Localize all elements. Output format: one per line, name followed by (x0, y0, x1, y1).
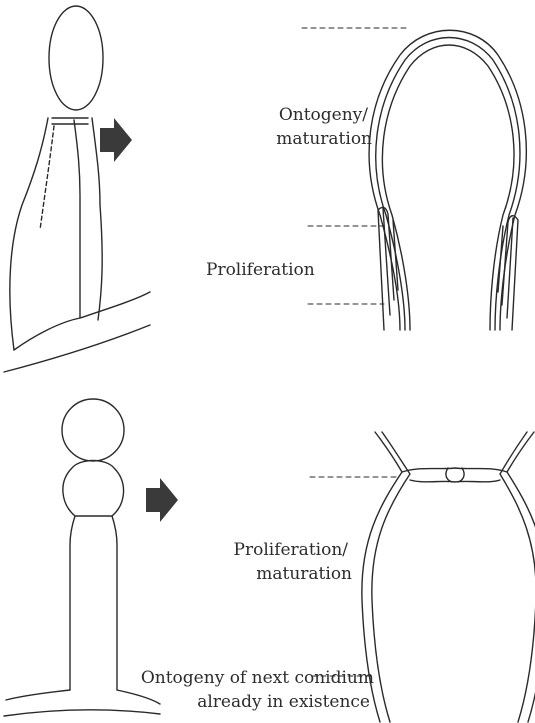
top-collarette-rim (52, 118, 88, 124)
label-ontogeny-line1: Ontogeny/ (200, 104, 368, 126)
top-right-apex-detail (302, 28, 526, 330)
bottom-right-outer-wall-right (507, 432, 535, 722)
label-next-conidium-line1: Ontogeny of next conidium (120, 667, 374, 689)
top-conidium (49, 6, 103, 110)
top-phialide-neck-right (92, 118, 100, 205)
top-arrow (100, 118, 132, 162)
bottom-right-inner-wall-left (372, 432, 410, 722)
label-ontogeny-line2: maturation (200, 128, 372, 150)
top-phialide-neck-inner (74, 120, 80, 318)
top-hypha-lower (4, 325, 150, 372)
younger-conidium (63, 461, 124, 517)
conidiophore-stalk (70, 516, 117, 690)
label-proliferation: Proliferation (206, 259, 315, 281)
top-phialide-left-wall (10, 118, 48, 350)
septum-pore (446, 468, 464, 482)
older-conidium (62, 399, 124, 461)
bottom-right-inner-wall-right (500, 432, 535, 722)
septum-lower (410, 480, 500, 482)
top-left-phialide-sketch (4, 6, 150, 372)
label-next-conidium-line2: already in existence (120, 691, 370, 713)
label-proliferation-maturation-line1: Proliferation/ (190, 539, 348, 561)
septum-upper (402, 468, 507, 472)
bottom-arrow (146, 478, 178, 522)
top-phialide-right-wall (98, 205, 102, 320)
label-proliferation-maturation-line2: maturation (190, 563, 352, 585)
top-hypha-upper (14, 292, 150, 350)
